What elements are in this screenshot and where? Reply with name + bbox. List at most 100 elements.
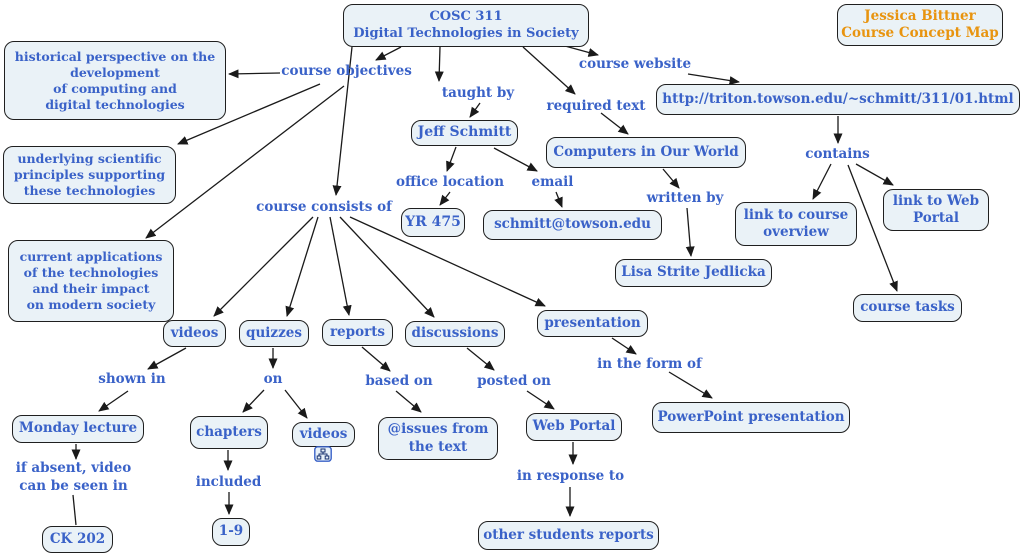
node-text-line: Monday lecture: [18, 420, 138, 437]
concept-reports[interactable]: reports: [322, 319, 393, 346]
relation-line: [855, 163, 894, 186]
node-text-line: development: [70, 64, 160, 80]
link-phrase-email[interactable]: email: [530, 174, 575, 191]
node-text-line: Jeff Schmitt: [417, 124, 512, 141]
relation-line: [434, 46, 444, 82]
concept-course-tasks[interactable]: course tasks: [853, 294, 962, 322]
relation-line: [493, 147, 538, 172]
node-text-line: if absent, video: [15, 460, 132, 477]
node-text-line: of computing and: [53, 80, 177, 96]
node-text-line: based on: [365, 373, 433, 390]
node-text-line: of the technologies: [23, 265, 159, 280]
relation-line: [611, 337, 637, 355]
node-text-line: Computers in Our World: [553, 143, 739, 160]
link-phrase-course-consists-of[interactable]: course consists of: [256, 198, 392, 216]
node-text-line: videos: [299, 425, 348, 442]
relation-line: [564, 45, 599, 57]
relation-line: [361, 346, 391, 372]
relation-line: [446, 146, 457, 172]
concept-monday-lecture[interactable]: Monday lecture: [12, 415, 144, 443]
node-text-line: course objectives: [281, 62, 412, 79]
concept-web-portal[interactable]: Web Portal: [526, 413, 622, 441]
concept-schmitt-email[interactable]: schmitt@towson.edu: [483, 210, 662, 240]
concept-lisa-strite-jedlicka[interactable]: Lisa Strite Jedlicka: [615, 259, 772, 287]
relation-line: [228, 69, 281, 79]
concept-computers-in-our-world[interactable]: Computers in Our World: [546, 137, 746, 168]
concept-map-resource-icon[interactable]: [314, 446, 332, 462]
relation-line: [349, 216, 546, 307]
node-text-line: principles supporting: [13, 167, 166, 182]
link-phrase-on[interactable]: on: [259, 371, 287, 388]
node-text-line: videos: [170, 324, 219, 341]
node-text-line: http://triton.towson.edu/~schmitt/311/01…: [662, 90, 1014, 107]
concept-yr-475[interactable]: YR 475: [401, 208, 465, 237]
node-text-line: reports: [329, 323, 386, 340]
node-text-line: in the form of: [597, 356, 702, 373]
link-phrase-included[interactable]: included: [195, 473, 262, 491]
concept-ck-202[interactable]: CK 202: [42, 526, 113, 553]
node-text-line: link to course: [743, 206, 849, 223]
node-text-line: shown in: [98, 371, 166, 388]
node-text-line: the text: [408, 438, 468, 455]
relation-line: [145, 85, 345, 239]
link-phrase-shown-in[interactable]: shown in: [98, 371, 166, 388]
node-text-line: contains: [805, 146, 870, 163]
node-text-line: office location: [396, 174, 505, 191]
relation-line: [526, 390, 555, 410]
node-text-line: chapters: [196, 423, 262, 440]
node-text-line: course consists of: [256, 198, 392, 215]
link-phrase-office-location[interactable]: office location: [396, 174, 505, 191]
node-text-line: discussions: [411, 325, 499, 342]
concept-course-url[interactable]: http://triton.towson.edu/~schmitt/311/01…: [656, 84, 1020, 115]
node-text-line: COSC 311: [429, 8, 503, 24]
concept-presentation[interactable]: presentation: [537, 310, 648, 337]
link-phrase-contains[interactable]: contains: [805, 146, 870, 163]
link-phrase-in-response-to[interactable]: in response to: [517, 468, 624, 485]
node-text-line: Course Concept Map: [841, 25, 999, 41]
relation-line: [812, 163, 832, 200]
node-text-line: other students reports: [483, 526, 654, 543]
node-text-line: included: [195, 473, 262, 490]
link-phrase-based-on[interactable]: based on: [365, 373, 433, 390]
relation-line: [395, 390, 422, 413]
relation-line: [285, 216, 319, 317]
relation-line: [329, 216, 352, 316]
link-phrase-posted-on[interactable]: posted on: [477, 373, 551, 390]
concept-1-9[interactable]: 1-9: [212, 518, 250, 546]
concept-powerpoint-presentation[interactable]: PowerPoint presentation: [652, 402, 850, 433]
node-text-line: Jessica Bittner: [864, 7, 976, 24]
concept-chapters[interactable]: chapters: [190, 416, 268, 449]
link-phrase-written-by[interactable]: written by: [647, 190, 724, 207]
link-phrase-taught-by[interactable]: taught by: [441, 85, 515, 102]
link-phrase-course-website[interactable]: course website: [579, 56, 691, 73]
relation-line: [147, 347, 187, 370]
link-phrase-in-the-form-of[interactable]: in the form of: [597, 356, 702, 373]
node-text-line: PowerPoint presentation: [657, 408, 845, 425]
node-text-line: course tasks: [860, 299, 955, 316]
concept-other-students-reports[interactable]: other students reports: [478, 521, 659, 550]
concept-videos-2[interactable]: videos: [292, 422, 355, 447]
link-phrase-required-text[interactable]: required text: [546, 98, 645, 115]
relation-line: [668, 371, 713, 399]
concept-quizzes[interactable]: quizzes: [239, 320, 309, 347]
node-text-line: quizzes: [246, 324, 302, 341]
concept-discussions[interactable]: discussions: [405, 321, 505, 347]
concept-jeff-schmitt[interactable]: Jeff Schmitt: [411, 120, 518, 146]
node-text-line: taught by: [441, 85, 515, 102]
node-text-line: presentation: [544, 314, 641, 331]
concept-videos[interactable]: videos: [163, 320, 226, 347]
relation-line: [98, 390, 129, 412]
node-text-line: CK 202: [49, 530, 106, 547]
link-phrase-course-objectives[interactable]: course objectives: [281, 62, 412, 80]
relation-line: [469, 102, 481, 118]
